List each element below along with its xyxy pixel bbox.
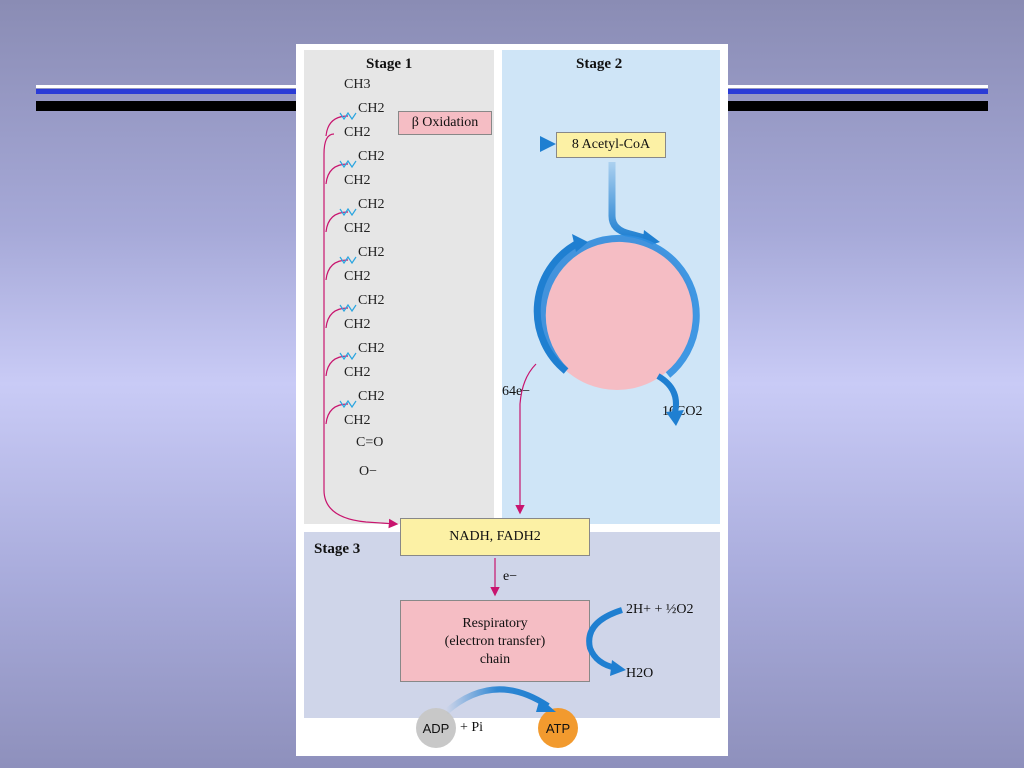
ch2-group: CH2 [358,245,385,260]
ch2-group: CH2 [344,365,371,380]
ch2-group: CH2 [344,413,371,428]
ch2-group: CH2 [358,389,385,404]
acetyl-coa-box: 8 Acetyl-CoA [556,132,666,158]
oxygen-reactant-label: 2H+ + ½O2 [626,602,694,617]
ch2-group: CH2 [344,269,371,284]
water-product-label: H2O [626,666,654,681]
beta-oxidation-box: β Oxidation [398,111,492,135]
co2-label: 16CO2 [662,404,703,419]
citric-acid-cycle-label: Citric acid cycle [586,294,648,327]
phosphate-label: + Pi [460,720,484,735]
ch2-group: CH2 [344,221,371,236]
respiratory-chain-box: Respiratory (electron transfer) chain [400,600,590,682]
ch2-group: CH2 [358,197,385,212]
atp-circle: ATP [538,708,578,748]
nadh-fadh2-box: NADH, FADH2 [400,518,590,556]
carboxylate-oxygen: O− [359,464,378,479]
stage2-panel [502,50,720,524]
electrons-64-label: 64e− [502,384,531,399]
ch2-group: CH2 [344,317,371,332]
ch2-group: CH2 [358,101,385,116]
electrons-label: e− [503,569,518,584]
ch2-group: CH2 [358,149,385,164]
ch2-group: CH2 [358,341,385,356]
ch2-group: CH2 [344,125,371,140]
stage2-label: Stage 2 [576,56,623,72]
ch2-group: CH2 [358,293,385,308]
ch3-group: CH3 [344,77,371,92]
stage3-label: Stage 3 [314,541,361,557]
ch2-group: CH2 [344,173,371,188]
carbonyl-group: C=O [356,435,384,450]
adp-circle: ADP [416,708,456,748]
stage1-label: Stage 1 [366,56,413,72]
